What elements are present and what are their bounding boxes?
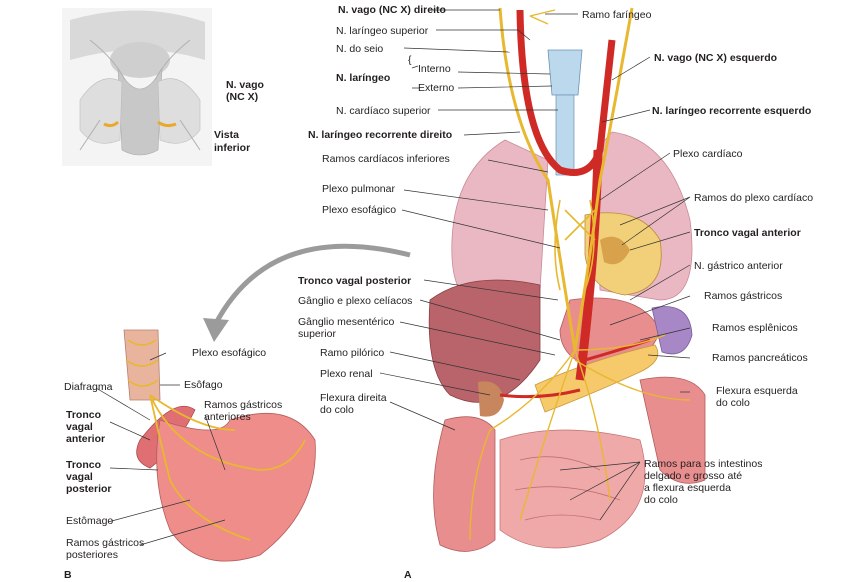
right-vagus-nerve [498, 7, 577, 351]
panel-b-illustration [123, 329, 316, 562]
label-ramos-pancreaticos: Ramos pancreáticos [712, 352, 808, 364]
label-ramo-faringeo: Ramo faríngeo [582, 9, 652, 21]
carotid-arteries [516, 9, 616, 176]
esophageal-plexus [554, 199, 596, 291]
label-ramos-cardiacos-inf: Ramos cardíacos inferiores [322, 153, 450, 165]
inset-nerve-label: N. vago(NC X) [226, 79, 264, 103]
label-seio: N. do seio [336, 43, 383, 55]
inset-brainstem-illustration [62, 8, 212, 166]
pharyngeal-branch [529, 9, 556, 25]
trachea [555, 94, 575, 176]
svg-text:{: { [408, 54, 412, 66]
ascending-colon [433, 416, 496, 552]
right-vagus-highlight [157, 120, 177, 128]
descending-colon [639, 376, 706, 484]
connector-arrowhead [203, 318, 229, 342]
label-tronco-anterior: Tronco vagal anterior [694, 227, 801, 239]
label-gastrico-anterior: N. gástrico anterior [694, 260, 783, 272]
panel-b-stomach [156, 412, 316, 562]
label-laringeo: N. laríngeo [336, 72, 390, 84]
label-ramo-pilorico: Ramo pilórico [320, 347, 384, 359]
label-b-estomago: Estômago [66, 515, 113, 527]
leader-lines [95, 9, 691, 546]
label-ramos-gastricos: Ramos gástricos [704, 290, 782, 302]
small-intestine [499, 429, 646, 549]
label-b-diafragma: Diafragma [64, 381, 113, 393]
label-laringeo-rec-esq: N. laríngeo recorrente esquerdo [652, 105, 811, 117]
kidney [478, 381, 504, 417]
label-tronco-posterior: Tronco vagal posterior [298, 275, 411, 287]
larynx [547, 49, 583, 96]
label-laringeo-rec-dir: N. laríngeo recorrente direito [308, 129, 452, 141]
label-ramos-plexo-cardiaco: Ramos do plexo cardíaco [694, 192, 813, 204]
main-anatomy-illustration [428, 7, 706, 552]
label-plexo-pulmonar: Plexo pulmonar [322, 183, 395, 195]
panel-b-letter: B [64, 569, 72, 581]
right-lung [451, 139, 549, 301]
panel-a-letter: A [404, 569, 412, 581]
label-plexo-renal: Plexo renal [320, 368, 373, 380]
label-vago-esquerdo: N. vago (NC X) esquerdo [654, 52, 777, 64]
left-vagus-highlight [103, 120, 120, 128]
label-plexo-cardiaco: Plexo cardíaco [673, 148, 743, 160]
label-ganglio-celiacos: Gânglio e plexo celíacos [298, 295, 412, 307]
abdominal-vagal-branches [469, 334, 691, 541]
esophagus [123, 329, 161, 401]
panel-connector-arrow [212, 243, 411, 327]
panel-b-esophageal-plexus [125, 339, 159, 387]
label-b-plexo-esofagico: Plexo esofágico [192, 347, 266, 359]
panel-b-vagal-trunks [149, 394, 306, 541]
label-ramos-esplenicos: Ramos esplênicos [712, 322, 798, 334]
label-externo: Externo [418, 82, 454, 94]
label-vago-direito: N. vago (NC X) direito [338, 4, 446, 16]
label-b-esofago: Esôfago [184, 379, 223, 391]
label-plexo-esofagico: Plexo esofágico [322, 204, 396, 216]
label-cardiaco-superior: N. cardíaco superior [336, 105, 431, 117]
label-laringeo-superior: N. laríngeo superior [336, 25, 429, 37]
left-vagus-nerve [573, 7, 634, 351]
label-interno: Interno [418, 63, 451, 75]
spleen [651, 306, 693, 355]
